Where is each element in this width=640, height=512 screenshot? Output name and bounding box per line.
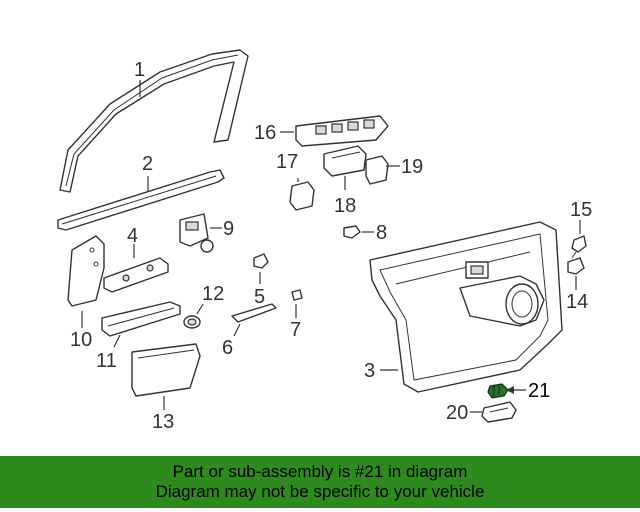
leader-12 bbox=[196, 303, 204, 315]
callout-8[interactable]: 8 bbox=[376, 222, 387, 244]
part-4-handle-bezel[interactable] bbox=[103, 257, 169, 293]
part-info-banner: Part or sub-assembly is #21 in diagram D… bbox=[0, 456, 640, 508]
callout-1[interactable]: 1 bbox=[134, 59, 145, 81]
part-18-window-switch[interactable] bbox=[323, 145, 367, 177]
part-13-map-pocket[interactable] bbox=[131, 343, 201, 397]
arrow-21 bbox=[506, 386, 514, 394]
part-2-belt-molding[interactable] bbox=[57, 169, 225, 231]
callout-5[interactable]: 5 bbox=[254, 286, 265, 308]
part-9-lock-actuator[interactable] bbox=[179, 213, 214, 253]
part-15-screw[interactable] bbox=[571, 235, 587, 259]
callout-13[interactable]: 13 bbox=[152, 411, 174, 433]
part-12-cap[interactable] bbox=[183, 315, 201, 329]
callout-6[interactable]: 6 bbox=[222, 337, 233, 359]
callout-11[interactable]: 11 bbox=[96, 350, 117, 372]
part-5-clip[interactable] bbox=[253, 253, 269, 269]
callout-18[interactable]: 18 bbox=[334, 195, 356, 217]
callout-3[interactable]: 3 bbox=[364, 360, 375, 382]
part-8-clip[interactable] bbox=[343, 225, 361, 239]
part-21-highlighted-clip[interactable] bbox=[487, 383, 509, 399]
callout-2[interactable]: 2 bbox=[142, 153, 153, 175]
callout-10[interactable]: 10 bbox=[70, 329, 92, 351]
part-6-lock-rod[interactable] bbox=[231, 303, 277, 323]
part-3-door-trim-panel[interactable] bbox=[369, 221, 563, 393]
callout-20[interactable]: 20 bbox=[446, 402, 468, 424]
exploded-parts-diagram: 1 2 10 4 9 bbox=[57, 49, 592, 433]
callout-4[interactable]: 4 bbox=[127, 225, 138, 247]
callout-9[interactable]: 9 bbox=[223, 218, 234, 240]
part-17-mirror-switch[interactable] bbox=[289, 181, 315, 211]
leader-6 bbox=[233, 323, 241, 337]
part-1-window-channel[interactable] bbox=[59, 49, 249, 193]
part-14-retainer[interactable] bbox=[567, 257, 585, 275]
part-7-clip[interactable] bbox=[291, 289, 303, 301]
callout-15[interactable]: 15 bbox=[570, 199, 592, 221]
part-11-armrest[interactable] bbox=[101, 301, 181, 337]
part-16-switch-bezel[interactable] bbox=[295, 115, 389, 147]
part-20-lamp-lens[interactable] bbox=[481, 401, 517, 423]
part-19-lock-switch[interactable] bbox=[365, 155, 389, 185]
leader-11 bbox=[113, 334, 121, 348]
callout-19[interactable]: 19 bbox=[401, 156, 423, 178]
callout-16[interactable]: 16 bbox=[254, 122, 276, 144]
callout-21[interactable]: 21 bbox=[528, 380, 550, 402]
banner-line-2: Diagram may not be specific to your vehi… bbox=[155, 482, 485, 501]
banner-line-1: Part or sub-assembly is #21 in diagram bbox=[172, 462, 468, 481]
part-10-mirror-patch[interactable] bbox=[67, 235, 105, 307]
callout-17[interactable]: 17 bbox=[276, 151, 298, 173]
callout-12[interactable]: 12 bbox=[202, 283, 224, 305]
callout-14[interactable]: 14 bbox=[566, 291, 588, 313]
callout-7[interactable]: 7 bbox=[290, 319, 301, 341]
